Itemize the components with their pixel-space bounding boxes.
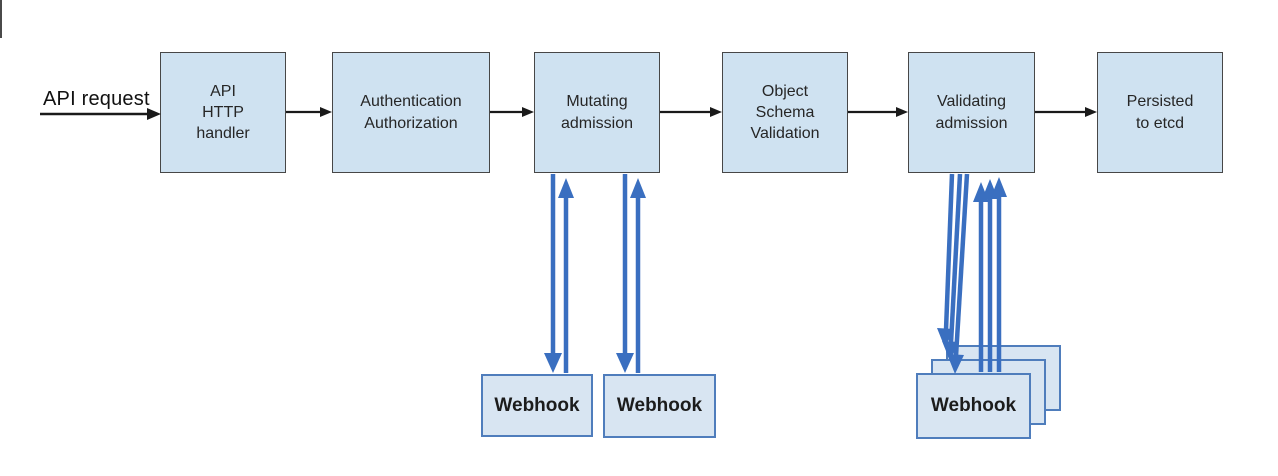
validating-webhook-label-front: Webhook — [930, 395, 1017, 416]
stage-label-persisted-to-etcd: Persisted to etcd — [1126, 93, 1194, 132]
flow-arrow-icon-3 — [660, 107, 722, 117]
stage-box-validating-admission: Validating admission — [908, 52, 1035, 173]
validating-webhook-call-arrow-down-icon-2 — [942, 173, 963, 361]
validating-webhook-response-arrow-up-icon-3 — [991, 177, 1007, 372]
mutating-webhook1-response-arrow-up-icon — [558, 178, 574, 373]
mutating-webhook-label-2: Webhook — [616, 395, 703, 416]
screen-edge-artifact — [0, 0, 2, 38]
stage-label-validating-admission: Validating admission — [935, 93, 1008, 132]
api-request-label: API request — [43, 88, 150, 110]
stage-box-object-schema-validation: Object Schema Validation — [722, 52, 848, 173]
mutating-webhook-box-1: Webhook — [481, 374, 593, 437]
mutating-webhook-label-1: Webhook — [494, 394, 580, 416]
mutating-webhook-box-2: Webhook — [603, 374, 716, 438]
validating-webhook-call-arrow-down-icon-1 — [947, 173, 970, 374]
mutating-webhook1-call-arrow-down-icon — [544, 174, 562, 373]
mutating-webhook2-call-arrow-down-icon — [616, 174, 634, 373]
validating-webhook-call-arrow-down-icon-3 — [937, 173, 955, 348]
flow-arrow-icon-5 — [1035, 107, 1097, 117]
stage-box-persisted-to-etcd: Persisted to etcd — [1097, 52, 1223, 173]
stage-label-authentication-authorization: Authentication Authorization — [360, 93, 462, 132]
stage-label-api-http-handler: API HTTP handler — [196, 82, 250, 143]
flow-arrow-icon-1 — [286, 107, 332, 117]
stage-box-mutating-admission: Mutating admission — [534, 52, 660, 173]
stage-box-authentication-authorization: Authentication Authorization — [332, 52, 490, 173]
validating-webhook-response-arrow-up-icon-2 — [982, 179, 998, 372]
flow-arrow-icon-2 — [490, 107, 534, 117]
stage-label-mutating-admission: Mutating admission — [560, 93, 634, 132]
validating-webhook-box-front: Webhook — [916, 373, 1031, 439]
validating-webhook-response-arrow-up-icon-1 — [973, 182, 989, 372]
flow-arrow-icon-4 — [848, 107, 908, 117]
stage-box-api-http-handler: API HTTP handler — [160, 52, 286, 173]
stage-label-object-schema-validation: Object Schema Validation — [750, 82, 820, 143]
mutating-webhook2-response-arrow-up-icon — [630, 178, 646, 373]
